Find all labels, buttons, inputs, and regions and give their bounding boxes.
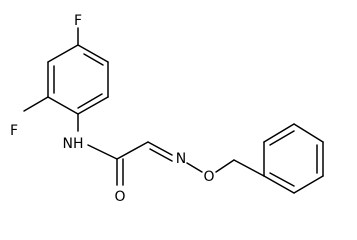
bond: [77, 93, 103, 109]
phenyl-ring: [263, 123, 324, 194]
bond: [47, 96, 79, 115]
atom-f-left: F: [10, 123, 18, 139]
atom-n-oxime: N: [176, 151, 186, 167]
atom-nh: NH: [63, 136, 84, 152]
bond-c-n-double-1: [147, 141, 173, 156]
bond: [77, 44, 109, 63]
difluorophenyl-ring: [47, 44, 109, 115]
bond: [263, 123, 295, 143]
bond-c-f-left: [23, 96, 49, 112]
bond-o-ch2: [215, 159, 235, 173]
atom-f-top: F: [74, 13, 82, 29]
bond: [269, 172, 295, 187]
bond: [83, 53, 104, 66]
bond: [47, 44, 79, 63]
atom-o-ether: O: [203, 169, 214, 185]
bond-n-o: [186, 162, 203, 173]
bond-n-c-carbonyl: [87, 144, 118, 160]
bond: [263, 175, 295, 194]
bond: [269, 130, 295, 146]
bond: [293, 123, 324, 143]
bond: [293, 175, 324, 194]
bond-c-n-double-2: [149, 148, 173, 162]
bond: [77, 96, 109, 115]
bond-ch2-phenyl: [233, 159, 265, 177]
bond-c-c: [116, 141, 149, 160]
atom-o-carbonyl: O: [114, 189, 125, 205]
